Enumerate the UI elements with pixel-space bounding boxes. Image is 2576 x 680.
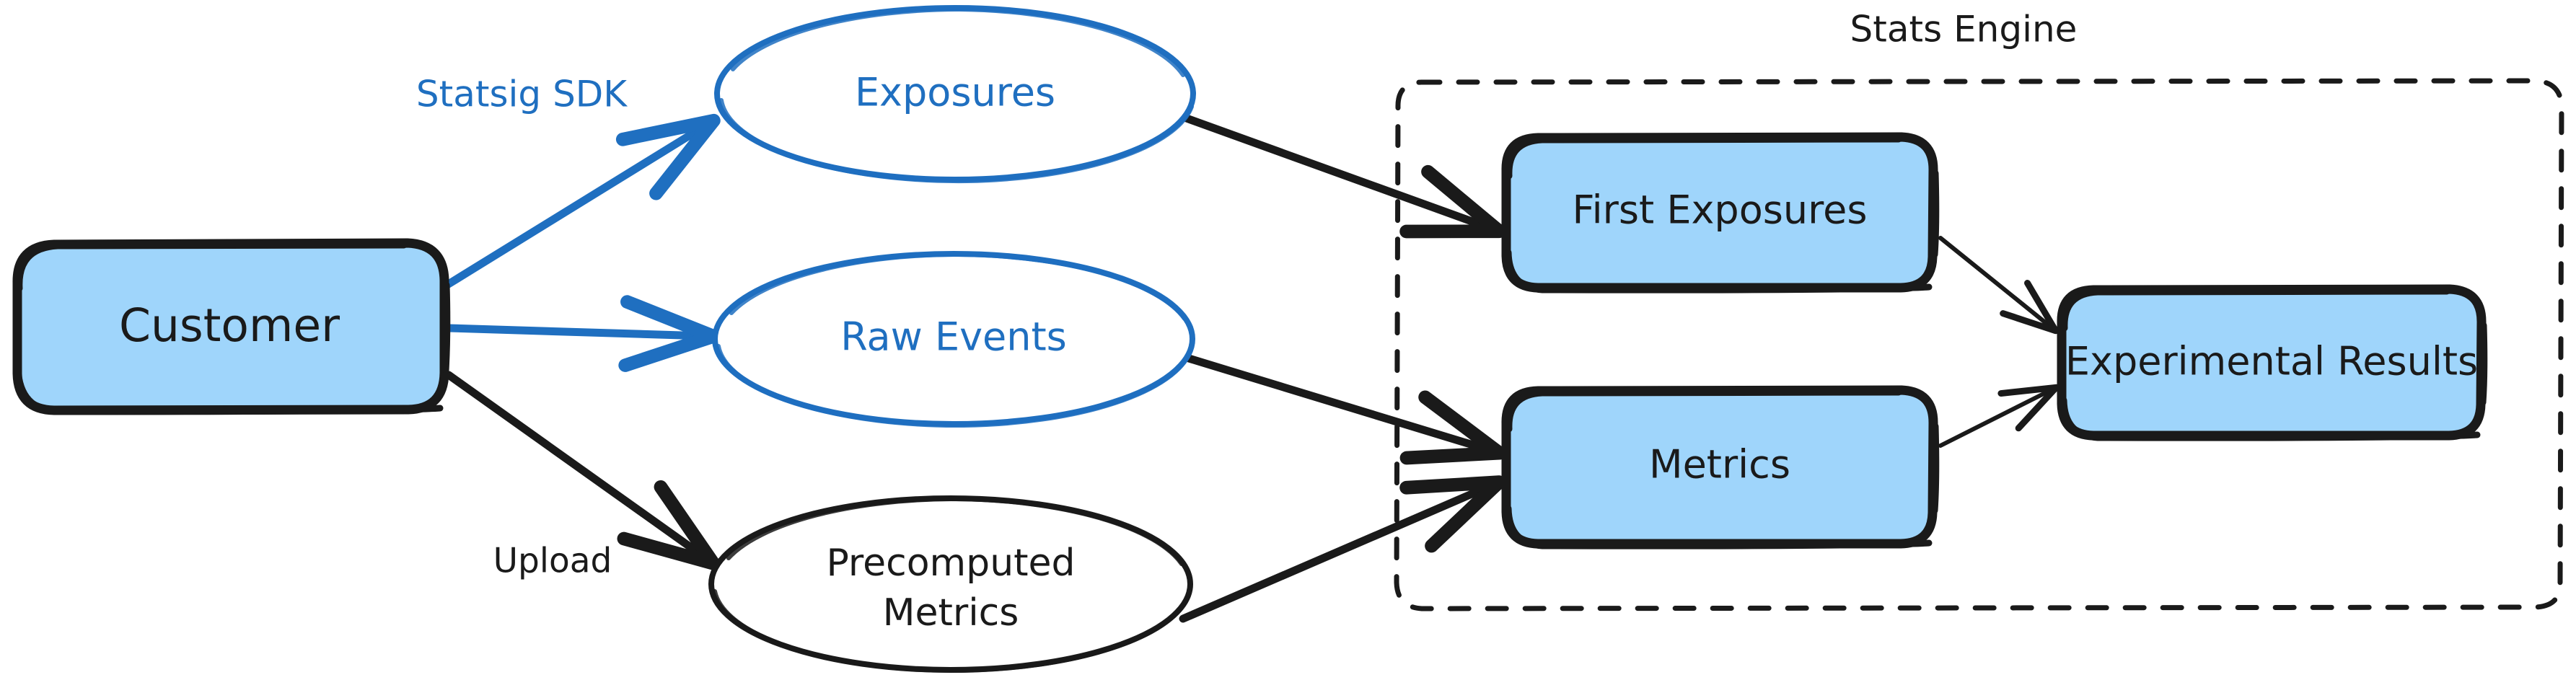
node-label-first-exposures: First Exposures <box>1573 187 1868 233</box>
node-exposures[interactable]: Exposures <box>714 5 1196 184</box>
node-fill <box>717 8 1193 180</box>
node-fill <box>1506 137 1933 288</box>
edge-line <box>1184 354 1506 465</box>
edge-line <box>1938 236 2060 335</box>
edge-customer-to-precomputed-metrics: Upload <box>444 371 721 581</box>
node-border-sketch <box>716 252 1192 428</box>
node-fill <box>715 254 1192 424</box>
node-label-exposures: Exposures <box>855 70 1055 115</box>
edge-customer-to-exposures: Statsig SDK <box>416 74 721 289</box>
edge-label-upload: Upload <box>493 542 612 581</box>
node-border-sketch <box>14 242 451 415</box>
stats-engine-label: Stats Engine <box>1850 9 2078 50</box>
edge-line <box>1180 113 1506 239</box>
edge-line <box>1938 384 2060 448</box>
node-metrics[interactable]: Metrics <box>1501 385 1940 549</box>
edge-raw-events-to-metrics <box>1184 354 1506 465</box>
node-fill <box>2062 289 2482 436</box>
stats-engine-cluster: Stats Engine <box>1394 9 2564 611</box>
node-fill <box>711 498 1190 670</box>
stats-engine-dashed-border <box>1394 78 2564 611</box>
edge-line <box>444 371 721 570</box>
edge-metrics-to-experimental-results <box>1938 384 2060 448</box>
node-fill <box>17 243 444 410</box>
node-border-sketch <box>713 496 1190 674</box>
node-border-sketch <box>719 7 1194 184</box>
node-raw-events[interactable]: Raw Events <box>712 251 1195 428</box>
edge-first-exposures-to-experimental-results <box>1938 236 2060 335</box>
node-border-sketch <box>2060 288 2488 441</box>
edge-precomputed-metrics-to-metrics <box>1179 475 1506 623</box>
edge-exposures-to-first-exposures <box>1180 113 1506 239</box>
edge-line <box>1179 475 1506 623</box>
edge-customer-to-raw-events <box>444 295 721 372</box>
node-experimental-results[interactable]: Experimental Results <box>2057 284 2488 441</box>
node-label-precomputed-metrics-line1: Precomputed <box>826 542 1075 585</box>
node-border-sketch <box>1505 136 1940 293</box>
node-label-experimental-results: Experimental Results <box>2065 339 2478 384</box>
node-label-precomputed-metrics-line2: Metrics <box>883 591 1019 635</box>
node-border-sketch <box>1505 389 1940 549</box>
edge-line <box>444 295 721 372</box>
node-label-metrics: Metrics <box>1649 442 1790 487</box>
node-label-raw-events: Raw Events <box>840 314 1067 360</box>
node-label-customer: Customer <box>119 299 340 352</box>
node-first-exposures[interactable]: First Exposures <box>1501 132 1940 293</box>
edge-label-statsig-sdk: Statsig SDK <box>416 74 628 115</box>
node-fill <box>1506 390 1933 544</box>
edge-line <box>443 113 721 289</box>
node-precomputed-metrics[interactable]: Precomputed Metrics <box>708 495 1193 674</box>
node-customer[interactable]: Customer <box>12 238 451 415</box>
